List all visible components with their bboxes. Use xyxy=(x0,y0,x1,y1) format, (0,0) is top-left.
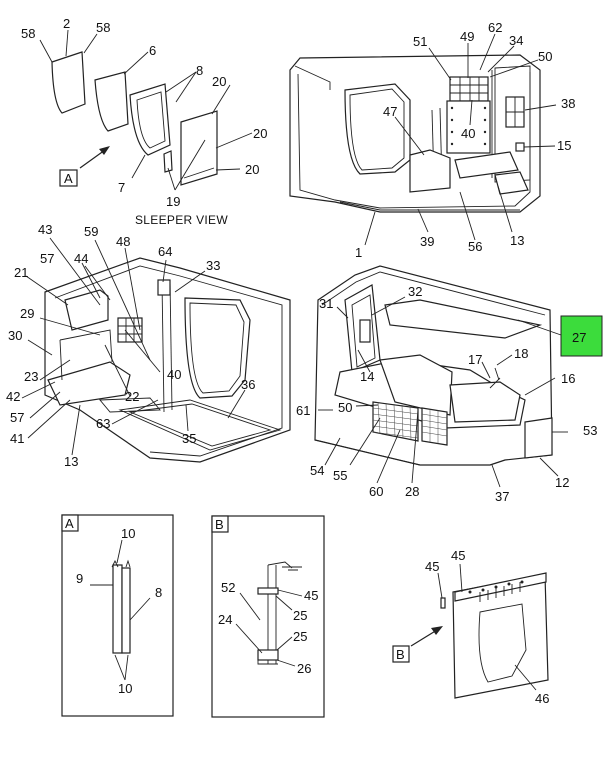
callout-45: 45 xyxy=(304,588,318,603)
callout-25: 25 xyxy=(293,608,307,623)
callout-8: 8 xyxy=(155,585,162,600)
callout-42: 42 xyxy=(6,389,20,404)
callout-51: 51 xyxy=(413,34,427,49)
callout-13: 13 xyxy=(64,454,78,469)
callout-58: 58 xyxy=(21,26,35,41)
callout-20: 20 xyxy=(253,126,267,141)
view-a-marker xyxy=(59,169,78,187)
callout-16: 16 xyxy=(561,371,575,386)
callout-55: 55 xyxy=(333,468,347,483)
callout-57: 57 xyxy=(10,410,24,425)
exploded-window-parts xyxy=(39,29,253,191)
detail-a-label: A xyxy=(65,516,74,531)
callout-23: 23 xyxy=(24,369,38,384)
clip-part xyxy=(163,150,173,173)
mesh-pocket xyxy=(372,401,419,442)
callout-10: 10 xyxy=(121,526,135,541)
cab-interior-view xyxy=(21,237,291,463)
callout-37: 37 xyxy=(495,489,509,504)
detail-b-label: B xyxy=(215,517,224,532)
callout-28: 28 xyxy=(405,484,419,499)
callout-15: 15 xyxy=(557,138,571,153)
callout-7: 7 xyxy=(118,180,125,195)
callout-2: 2 xyxy=(63,16,70,31)
sleeper-box-view xyxy=(289,33,557,246)
bunk-view xyxy=(314,265,603,488)
callout-45: 45 xyxy=(451,548,465,563)
callout-26: 26 xyxy=(297,661,311,676)
callout-56: 56 xyxy=(468,239,482,254)
callout-38: 38 xyxy=(561,96,575,111)
detail-b-view xyxy=(211,515,325,718)
callout-50: 50 xyxy=(538,49,552,64)
callout-14: 14 xyxy=(360,369,374,384)
detail-a-view xyxy=(61,514,174,717)
callout-40: 40 xyxy=(461,126,475,141)
callout-30: 30 xyxy=(8,328,22,343)
callout-60: 60 xyxy=(369,484,383,499)
curtain-callout xyxy=(392,563,549,699)
callout-21: 21 xyxy=(14,265,28,280)
callout-40: 40 xyxy=(167,367,181,382)
callout-20: 20 xyxy=(212,74,226,89)
callout-1: 1 xyxy=(355,245,362,260)
callout-18: 18 xyxy=(514,346,528,361)
callout-17: 17 xyxy=(468,352,482,367)
callout-10: 10 xyxy=(118,681,132,696)
callout-31: 31 xyxy=(319,296,333,311)
callout-49: 49 xyxy=(460,29,474,44)
callout-58: 58 xyxy=(96,20,110,35)
callout-64: 64 xyxy=(158,244,172,259)
callout-labels: 2 58 58 6 8 20 20 20 19 7 A 51 49 62 34 … xyxy=(6,16,597,706)
callout-27: 27 xyxy=(572,330,586,345)
callout-41: 41 xyxy=(10,431,24,446)
callout-13: 13 xyxy=(510,233,524,248)
panel-part xyxy=(180,110,218,186)
callout-44: 44 xyxy=(74,251,88,266)
callout-39: 39 xyxy=(420,234,434,249)
callout-32: 32 xyxy=(408,284,422,299)
callout-a: A xyxy=(64,171,73,186)
callout-12: 12 xyxy=(555,475,569,490)
callout-61: 61 xyxy=(296,403,310,418)
callout-20: 20 xyxy=(245,162,259,177)
sleeper-view-caption: SLEEPER VIEW xyxy=(135,213,228,227)
callout-b-label: B xyxy=(396,647,405,662)
callout-6: 6 xyxy=(149,43,156,58)
callout-22: 22 xyxy=(125,389,139,404)
callout-45: 45 xyxy=(425,559,439,574)
callout-48: 48 xyxy=(116,234,130,249)
callout-52: 52 xyxy=(221,580,235,595)
callout-54: 54 xyxy=(310,463,324,478)
callout-29: 29 xyxy=(20,306,34,321)
callout-46: 46 xyxy=(535,691,549,706)
callout-34: 34 xyxy=(509,33,523,48)
callout-53: 53 xyxy=(583,423,597,438)
highlighted-callout-27 xyxy=(560,315,603,357)
window-pane-part xyxy=(51,51,86,114)
callout-62: 62 xyxy=(488,20,502,35)
callout-57: 57 xyxy=(40,251,54,266)
callout-63: 63 xyxy=(96,416,110,431)
callout-59: 59 xyxy=(84,224,98,239)
callout-9: 9 xyxy=(76,571,83,586)
callout-33: 33 xyxy=(206,258,220,273)
callout-19: 19 xyxy=(166,194,180,209)
callout-47: 47 xyxy=(383,104,397,119)
callout-25: 25 xyxy=(293,629,307,644)
callout-24: 24 xyxy=(218,612,232,627)
seal-part xyxy=(94,71,129,132)
callout-8: 8 xyxy=(196,63,203,78)
callout-35: 35 xyxy=(182,431,196,446)
callout-43: 43 xyxy=(38,222,52,237)
frame-part xyxy=(129,83,171,156)
callout-36: 36 xyxy=(241,377,255,392)
callout-50: 50 xyxy=(338,400,352,415)
